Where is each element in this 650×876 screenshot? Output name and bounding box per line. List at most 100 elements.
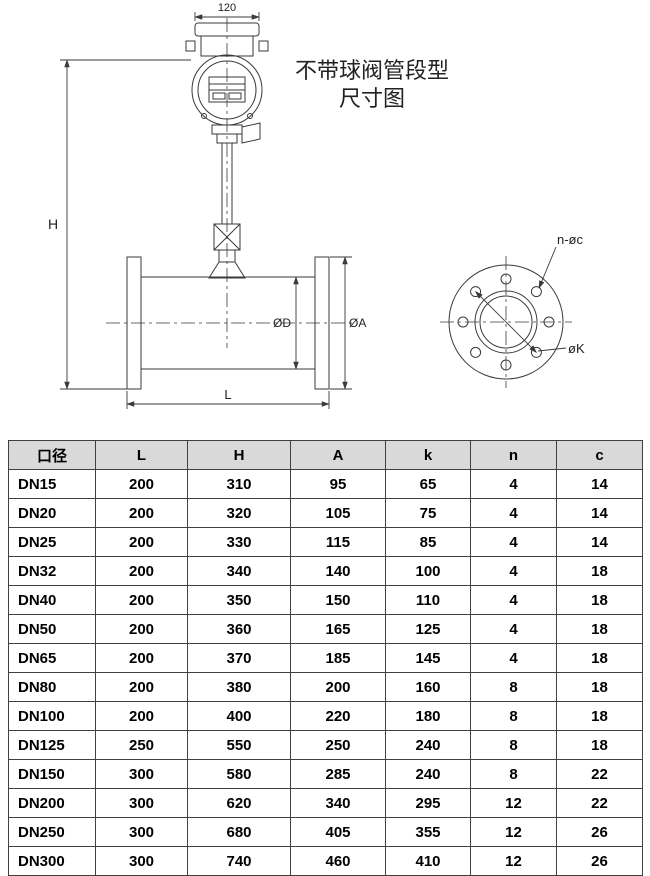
cell: 200 bbox=[95, 701, 188, 731]
cell: 200 bbox=[95, 672, 188, 702]
screw-left bbox=[201, 113, 207, 119]
cell: 14 bbox=[556, 527, 643, 557]
cell: 410 bbox=[385, 846, 471, 876]
cell: 8 bbox=[470, 730, 557, 760]
cell: 200 bbox=[95, 498, 188, 528]
cell: 95 bbox=[290, 469, 386, 499]
cell: 380 bbox=[187, 672, 291, 702]
cell: 360 bbox=[187, 614, 291, 644]
drawing-title-line2: 尺寸图 bbox=[339, 86, 405, 111]
cell: 14 bbox=[556, 498, 643, 528]
cell: 12 bbox=[470, 788, 557, 818]
cell: DN200 bbox=[8, 788, 96, 818]
cell: 4 bbox=[470, 585, 557, 615]
cell: 200 bbox=[95, 469, 188, 499]
dim-height: H bbox=[48, 216, 58, 232]
cell: 350 bbox=[187, 585, 291, 615]
dimensions: 120 H ØD ØA L bbox=[48, 2, 366, 409]
cell: 180 bbox=[385, 701, 471, 731]
cell: 200 bbox=[95, 556, 188, 586]
cell: 355 bbox=[385, 817, 471, 847]
cell: 580 bbox=[187, 759, 291, 789]
column-header: 口径 bbox=[8, 440, 96, 470]
cell: 4 bbox=[470, 556, 557, 586]
cell: 22 bbox=[556, 759, 643, 789]
cell: 300 bbox=[95, 846, 188, 876]
dim-bore: ØD bbox=[273, 316, 291, 330]
cell: 100 bbox=[385, 556, 471, 586]
cell: 340 bbox=[290, 788, 386, 818]
cell: 240 bbox=[385, 730, 471, 760]
column-header: k bbox=[385, 440, 471, 470]
cell: 680 bbox=[187, 817, 291, 847]
cell: 400 bbox=[187, 701, 291, 731]
flange-front-view: n-øc øK bbox=[440, 232, 585, 388]
cell: 300 bbox=[95, 759, 188, 789]
cell: 295 bbox=[385, 788, 471, 818]
cell: 200 bbox=[95, 614, 188, 644]
cell: DN300 bbox=[8, 846, 96, 876]
cell: 18 bbox=[556, 585, 643, 615]
cell: DN250 bbox=[8, 817, 96, 847]
bolt-hole bbox=[470, 346, 482, 358]
cell: DN65 bbox=[8, 643, 96, 673]
cell: DN80 bbox=[8, 672, 96, 702]
cell: 300 bbox=[95, 817, 188, 847]
pipe-section bbox=[106, 256, 352, 390]
dim-top-width: 120 bbox=[218, 2, 236, 14]
cell: 12 bbox=[470, 846, 557, 876]
cell: 12 bbox=[470, 817, 557, 847]
cell: DN150 bbox=[8, 759, 96, 789]
cell: 740 bbox=[187, 846, 291, 876]
cell: 105 bbox=[290, 498, 386, 528]
dim-length: L bbox=[224, 387, 231, 402]
column-header: L bbox=[95, 440, 188, 470]
cell: 18 bbox=[556, 556, 643, 586]
cell: DN25 bbox=[8, 527, 96, 557]
cell: 330 bbox=[187, 527, 291, 557]
cell: 4 bbox=[470, 498, 557, 528]
cell: 18 bbox=[556, 672, 643, 702]
cell: DN40 bbox=[8, 585, 96, 615]
cell: 18 bbox=[556, 730, 643, 760]
column-header: H bbox=[187, 440, 291, 470]
column-header: c bbox=[556, 440, 643, 470]
pipe-boss bbox=[208, 261, 246, 279]
cell: DN15 bbox=[8, 469, 96, 499]
cell: DN20 bbox=[8, 498, 96, 528]
cell: 18 bbox=[556, 643, 643, 673]
bolt-hole bbox=[500, 273, 512, 285]
cell: 125 bbox=[385, 614, 471, 644]
bolt-hole bbox=[457, 316, 469, 328]
cell: 220 bbox=[290, 701, 386, 731]
cell: 370 bbox=[187, 643, 291, 673]
dim-flange-od: ØA bbox=[349, 316, 366, 330]
flange-holes-label: n-øc bbox=[557, 232, 584, 247]
column-header: A bbox=[290, 440, 386, 470]
cell: 250 bbox=[95, 730, 188, 760]
cell: 405 bbox=[290, 817, 386, 847]
cell: 4 bbox=[470, 614, 557, 644]
cell: DN32 bbox=[8, 556, 96, 586]
cell: 85 bbox=[385, 527, 471, 557]
cell: DN100 bbox=[8, 701, 96, 731]
cell: DN125 bbox=[8, 730, 96, 760]
cell: 200 bbox=[95, 643, 188, 673]
bolt-hole bbox=[543, 316, 555, 328]
column-header: n bbox=[470, 440, 557, 470]
cell: 460 bbox=[290, 846, 386, 876]
